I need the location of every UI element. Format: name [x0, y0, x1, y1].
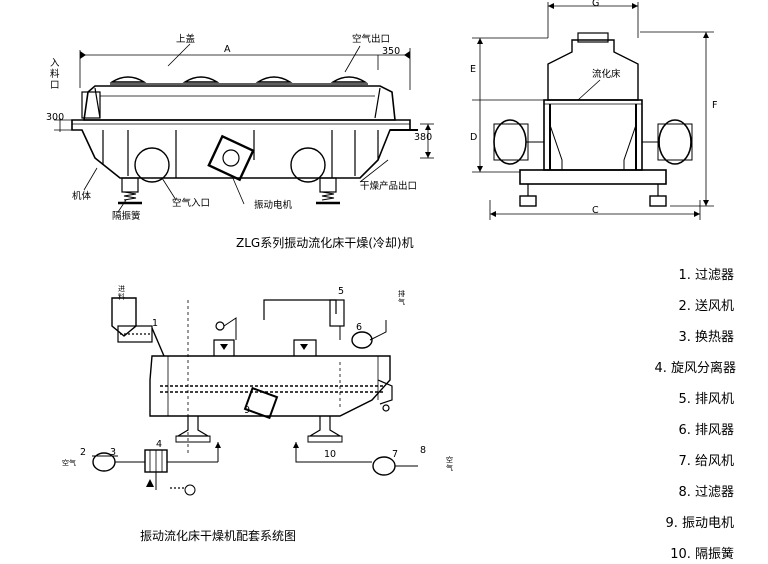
side-mark-air-left: 空气: [62, 459, 76, 467]
legend-item-6: 6. 排风器: [678, 423, 734, 438]
legend-item-1: 1. 过滤器: [678, 268, 734, 283]
legend-item-10: 10. 隔振簧: [670, 547, 734, 562]
system-number-8: 8: [420, 445, 427, 456]
air-inlet-label: 空气入口: [172, 198, 211, 209]
lid-label: 上盖: [176, 34, 196, 45]
legend-item-5: 5. 排风机: [678, 392, 734, 407]
legend-item-4: 4. 旋风分离器: [654, 361, 736, 376]
system-number-7: 7: [392, 449, 399, 460]
body-label: 机体: [72, 191, 92, 202]
system-number-2: 2: [80, 447, 87, 458]
dim-f-label: F: [712, 100, 718, 111]
legend-item-7: 7. 给风机: [678, 454, 734, 469]
legend-item-8: 8. 过滤器: [678, 485, 734, 500]
front-view-caption: ZLG系列振动流化床干燥(冷却)机: [236, 236, 414, 250]
feed-inlet-label: 入料口: [50, 58, 60, 91]
system-number-5: 5: [338, 286, 345, 297]
system-diagram-drawing: [92, 297, 418, 496]
system-number-1: 1: [152, 318, 159, 329]
air-outlet-label: 空气出口: [352, 34, 391, 45]
system-number-6: 6: [356, 322, 363, 333]
dim-a-label: A: [224, 44, 231, 55]
side-view-drawing: [472, 2, 714, 220]
vibration-motor-label: 振动电机: [254, 200, 293, 211]
dim-380-label: 380: [414, 132, 433, 143]
side-mark-air-right: 空气: [446, 456, 453, 472]
dim-e-label: E: [470, 64, 477, 75]
dim-350-label: 350: [382, 46, 401, 57]
dim-300-label: 300: [46, 112, 65, 123]
side-mark-exhaust: 排气: [398, 290, 405, 306]
system-number-3: 3: [110, 447, 117, 458]
front-view-drawing: [54, 43, 434, 213]
legend-item-3: 3. 换热器: [678, 330, 734, 345]
system-number-9: 9: [244, 405, 251, 416]
dim-g-label: G: [592, 0, 600, 9]
isolation-spring-label: 隔振簧: [112, 211, 141, 222]
legend-item-2: 2. 送风机: [678, 299, 734, 314]
fluid-bed-label: 流化床: [592, 69, 621, 80]
system-caption: 振动流化床干燥机配套系统图: [140, 529, 297, 543]
system-number-4: 4: [156, 439, 163, 450]
product-outlet-label: 干燥产品出口: [360, 181, 418, 192]
legend-item-9: 9. 振动电机: [665, 516, 734, 531]
system-number-10: 10: [324, 449, 337, 460]
dim-c-label: C: [592, 205, 599, 216]
dim-d-label: D: [470, 132, 478, 143]
side-mark-feed: 进料: [118, 285, 125, 301]
